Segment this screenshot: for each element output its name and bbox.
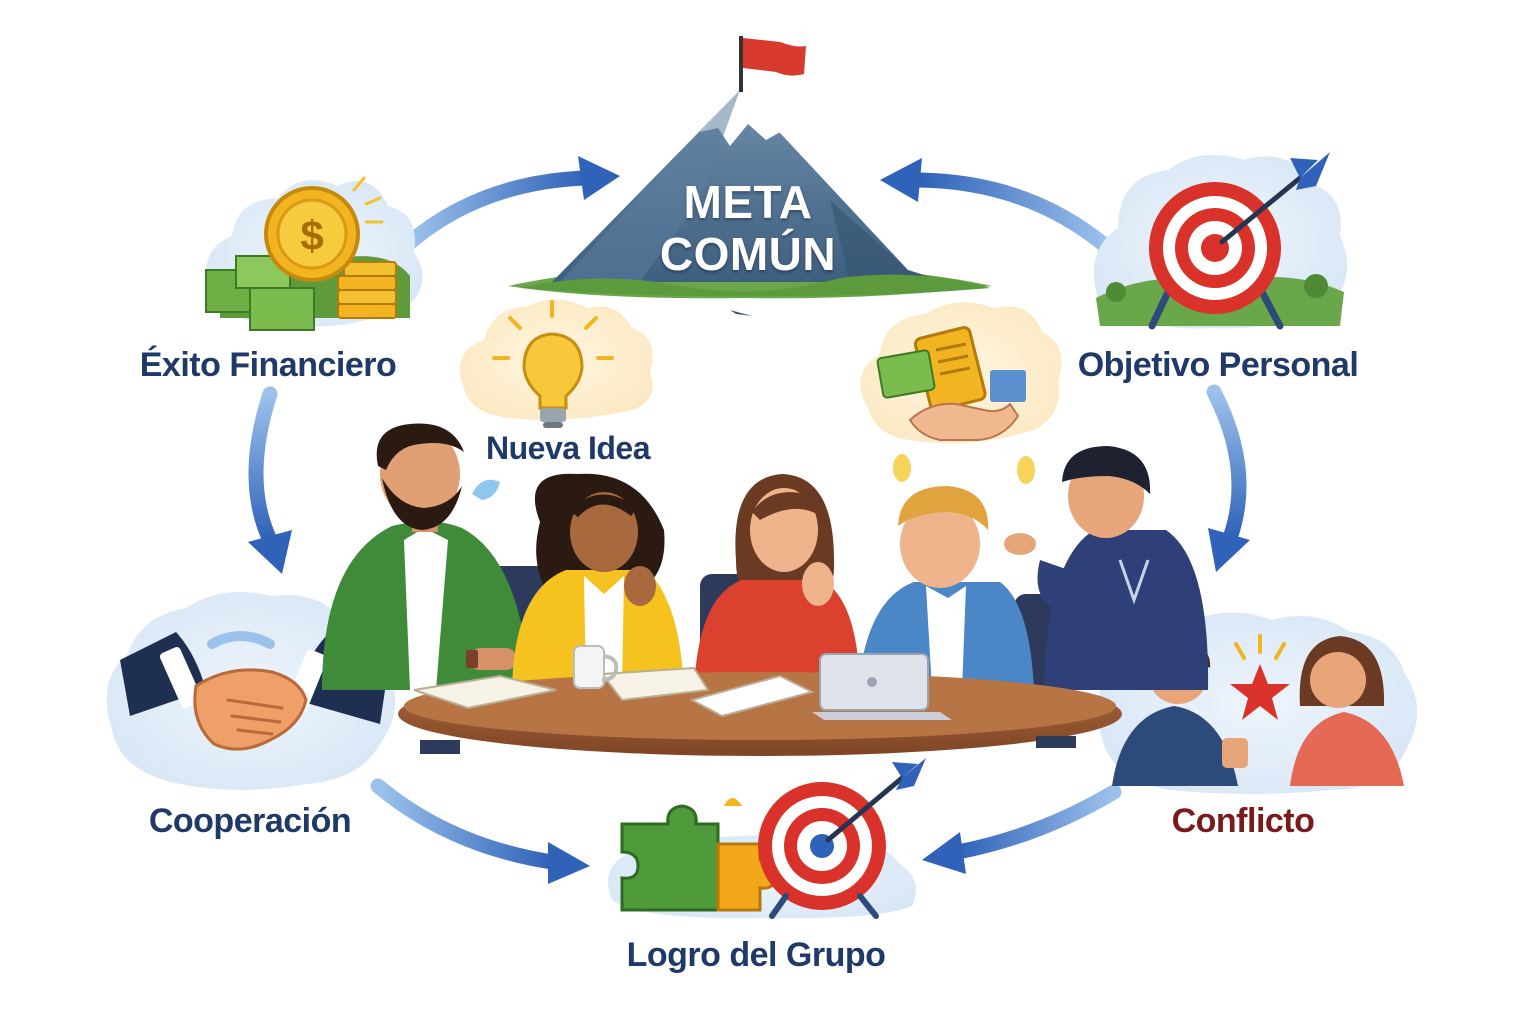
svg-text:$: $ — [300, 212, 323, 259]
person-yellow-jacket — [512, 473, 684, 690]
person-green-jacket — [322, 423, 530, 690]
arrow-objetivo-to-conflicto-head — [1208, 528, 1250, 572]
meta-title-line2: COMÚN — [659, 228, 837, 280]
arrow-conflicto-to-logro — [950, 784, 1122, 860]
archery-target-icon — [1093, 152, 1348, 330]
label-exito-financiero: Éxito Financiero — [139, 346, 397, 384]
arrow-objetivo-to-meta — [912, 172, 1116, 256]
coins-money-icon: $ — [205, 176, 423, 331]
puzzle-target-icon — [608, 758, 926, 919]
arrow-objetivo-to-conflicto — [1206, 384, 1247, 546]
arrow-exito-to-coop-head — [248, 530, 292, 574]
label-nueva-idea: Nueva Idea — [486, 430, 650, 466]
arrow-coop-to-logro-head — [548, 842, 590, 884]
team-meeting-scene — [322, 423, 1209, 756]
label-conflicto: Conflicto — [1171, 802, 1315, 840]
mountain-flag-icon — [508, 36, 992, 316]
meta-title-line1: META — [683, 176, 813, 228]
arrow-exito-to-meta-head — [578, 156, 620, 200]
label-logro-del-grupo: Logro del Grupo — [626, 936, 886, 974]
person-blue-hoodie — [1004, 446, 1209, 690]
handshake-money-icon — [860, 302, 1062, 444]
arrow-exito-to-meta — [400, 170, 594, 252]
meta-comun-title: META COMÚN — [660, 176, 836, 280]
cycle-arrows — [248, 156, 1250, 884]
arrow-objetivo-to-meta-head — [880, 158, 922, 202]
arrow-exito-to-coop — [248, 386, 278, 548]
arrow-coop-to-logro — [370, 778, 560, 870]
label-objetivo-personal: Objetivo Personal — [1077, 346, 1359, 384]
arrow-conflicto-to-logro-head — [922, 832, 966, 874]
person-red-shirt — [694, 474, 860, 690]
lightbulb-icon — [459, 299, 653, 428]
label-cooperacion: Cooperación — [148, 802, 352, 840]
